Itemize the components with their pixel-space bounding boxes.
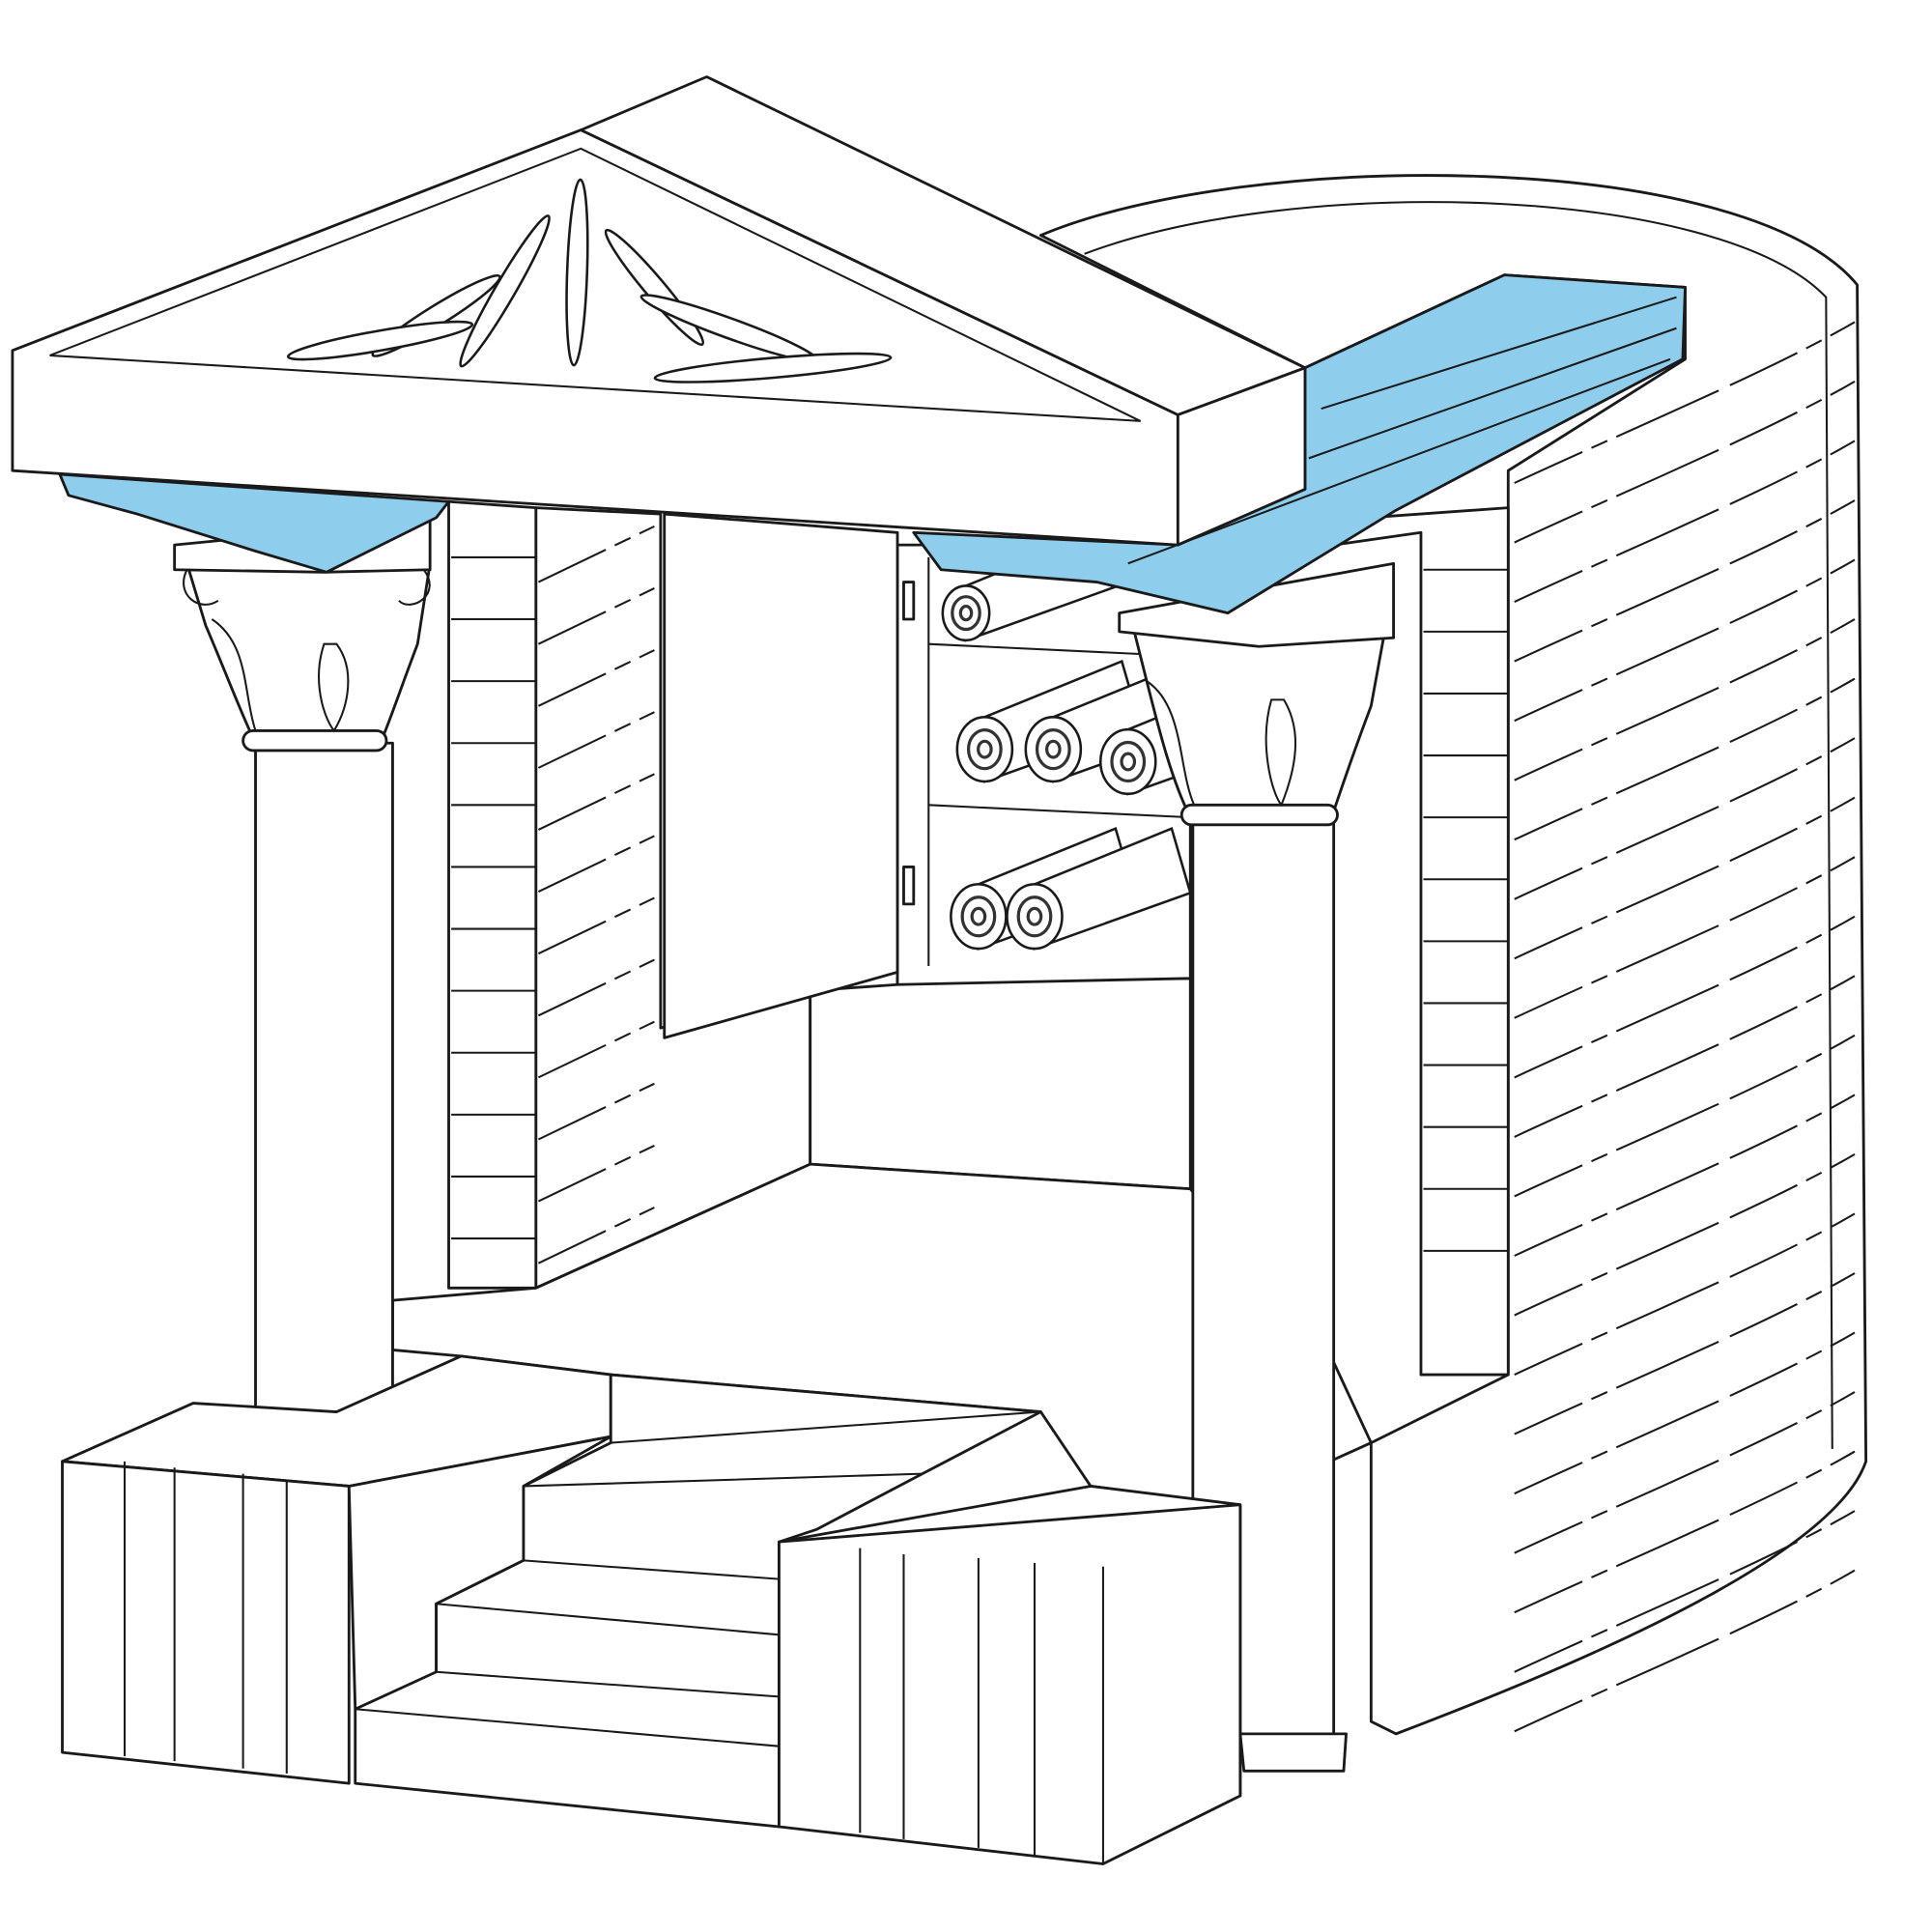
wall-course-line (1514, 1212, 1856, 1377)
wall-course-line (1514, 1450, 1856, 1614)
inner-course-line (537, 1144, 655, 1203)
inner-wall-courses (451, 525, 1509, 1264)
inner-course-line (537, 773, 655, 831)
inner-course-line (537, 711, 655, 769)
rosette (286, 178, 893, 384)
inner-course-line (537, 1207, 655, 1264)
wall-course-line (1514, 975, 1856, 1138)
inner-course-line (537, 1082, 655, 1141)
wall-course-line (1514, 1331, 1856, 1495)
torah-scroll (1006, 826, 1192, 951)
inner-course-line (537, 587, 655, 645)
rosette-petal (286, 320, 474, 361)
hinge (902, 866, 916, 906)
wall-course-line (1514, 1510, 1856, 1673)
left-cornice (58, 472, 450, 574)
wall-course-line (1514, 499, 1856, 663)
wall-course-line (1514, 618, 1856, 781)
wall-course-line (1514, 796, 1856, 960)
inner-course-line (537, 958, 655, 1017)
inner-course-line (537, 649, 655, 707)
wall-course-line (1514, 856, 1856, 1019)
inner-course-line (537, 1020, 655, 1079)
hinge (902, 581, 916, 621)
inner-course-line (537, 896, 655, 955)
wall-course-line (1514, 1569, 1856, 1733)
wall-course-line (1514, 1152, 1856, 1317)
wall-course-line (1514, 915, 1856, 1079)
wall-course-line (1514, 1094, 1856, 1257)
wall-course-line (1514, 677, 1856, 841)
curved-wall (1039, 174, 1868, 1736)
wall-course-line (1514, 321, 1856, 484)
wall-course-line (1514, 1272, 1856, 1435)
wall-course-line (1514, 380, 1856, 544)
wall-course-line (1514, 558, 1856, 723)
wall-course-line (1514, 1391, 1856, 1554)
inner-walls (391, 499, 1510, 1507)
rosette-petal (459, 214, 551, 368)
rosette-petal (565, 178, 589, 367)
wall-course-line (1514, 1034, 1856, 1198)
platform (61, 1354, 1242, 1866)
wall-course-line (1514, 737, 1856, 900)
inner-course-line (537, 835, 655, 894)
inner-course-line (537, 525, 655, 583)
rosette-petal (653, 352, 893, 384)
pediment (11, 75, 1307, 547)
wall-courses (1514, 321, 1856, 1733)
left-column (173, 519, 432, 1413)
steps (354, 1373, 1042, 1829)
wall-course-line (1514, 440, 1856, 604)
ark-door (663, 512, 899, 1039)
